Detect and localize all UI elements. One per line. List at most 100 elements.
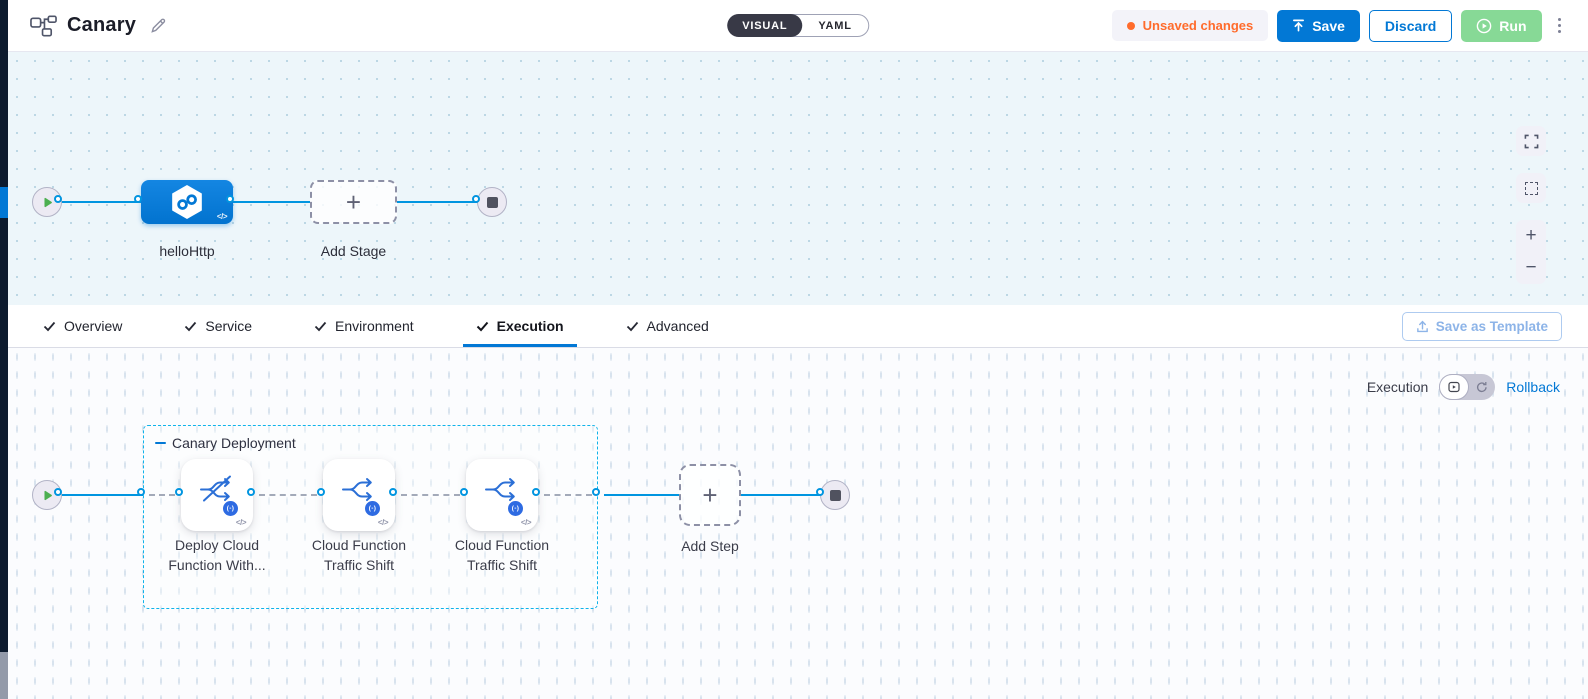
step-group-name: Canary Deployment — [172, 435, 296, 451]
step-node-traffic-shift-2[interactable]: (-) </> — [466, 459, 538, 531]
check-icon — [43, 321, 56, 331]
execution-view-icon[interactable] — [1439, 374, 1470, 400]
tab-execution[interactable]: Execution — [462, 305, 577, 347]
connector-dot — [175, 488, 183, 496]
tab-advanced[interactable]: Advanced — [613, 305, 722, 347]
connector-dot — [54, 488, 62, 496]
connector-dot — [247, 488, 255, 496]
cloud-function-badge-icon: (-) — [223, 501, 238, 516]
run-label: Run — [1499, 17, 1527, 34]
plus-icon: + — [345, 187, 362, 217]
cloud-function-badge-icon: (-) — [508, 501, 523, 516]
zoom-out-button[interactable]: − — [1525, 257, 1537, 278]
connector-line — [604, 494, 679, 496]
check-icon — [476, 321, 488, 331]
edit-title-icon[interactable] — [150, 17, 167, 34]
tab-overview[interactable]: Overview — [30, 305, 135, 347]
zoom-panel: + − — [1516, 220, 1546, 284]
step-name-label: Cloud Function Traffic Shift — [454, 537, 550, 574]
unsaved-changes-badge: Unsaved changes — [1111, 10, 1269, 41]
execution-view-label: Execution — [1366, 379, 1429, 395]
code-icon: </> — [216, 212, 228, 221]
more-options-kebab-icon[interactable] — [1553, 12, 1567, 40]
save-button[interactable]: Save — [1277, 9, 1360, 42]
left-scrollbar-thumb[interactable] — [0, 652, 8, 699]
add-step-button[interactable]: + — [679, 464, 741, 526]
connector-dot — [592, 488, 600, 496]
stage-canvas[interactable]: </> helloHttp + Add Stage + − — [8, 52, 1588, 305]
connector-dot — [389, 488, 397, 496]
tab-label: Advanced — [646, 318, 709, 334]
step-node-traffic-shift-1[interactable]: (-) </> — [323, 459, 395, 531]
rollback-link[interactable]: Rollback — [1506, 379, 1560, 395]
fullscreen-button[interactable] — [1516, 126, 1546, 156]
step-name-label: Deploy Cloud Function With... — [168, 537, 266, 574]
check-icon — [314, 321, 327, 331]
unsaved-dot-icon — [1126, 21, 1135, 30]
add-stage-label: Add Stage — [320, 243, 387, 259]
tab-label: Execution — [496, 318, 564, 334]
header: Canary VISUAL YAML Unsaved changes Sa — [8, 0, 1588, 52]
cloud-function-badge-icon: (-) — [365, 501, 380, 516]
connector-line — [741, 494, 822, 496]
toggle-visual[interactable]: VISUAL — [727, 14, 803, 37]
zoom-in-button[interactable]: + — [1525, 225, 1537, 246]
connector-line — [60, 494, 143, 496]
stop-icon — [486, 196, 498, 208]
code-icon: </> — [377, 518, 389, 527]
toggle-yaml[interactable]: YAML — [818, 19, 852, 32]
save-upload-icon — [1293, 19, 1305, 32]
stage-node-hellohttp[interactable]: </> — [141, 180, 233, 224]
left-strip-selection-indicator — [0, 187, 8, 218]
plus-icon: + — [702, 480, 718, 510]
connector-line — [397, 201, 479, 203]
connector-dot — [54, 195, 62, 203]
pipeline-icon — [30, 15, 57, 37]
stage-name-label: helloHttp — [159, 243, 215, 259]
save-as-template-label: Save as Template — [1435, 318, 1548, 334]
collapse-minus-icon[interactable] — [155, 441, 166, 445]
step-group-header[interactable]: Canary Deployment — [155, 435, 296, 451]
discard-button[interactable]: Discard — [1368, 9, 1453, 42]
connector-dashed-line — [544, 494, 592, 496]
execution-canvas[interactable]: Execution Rollback — [8, 348, 1588, 699]
play-icon — [43, 490, 52, 500]
tab-service[interactable]: Service — [171, 305, 265, 347]
save-label: Save — [1312, 17, 1345, 34]
cloud-function-hexagon-icon — [172, 185, 202, 219]
execution-start-node[interactable] — [32, 480, 62, 510]
connector-dot — [460, 488, 468, 496]
connector-dot — [472, 195, 480, 203]
tab-label: Overview — [64, 318, 123, 334]
connector-dashed-line — [149, 494, 175, 496]
selection-mode-button[interactable] — [1516, 173, 1546, 203]
rollback-view-icon[interactable] — [1469, 381, 1495, 393]
check-icon — [626, 321, 638, 331]
connector-dot — [532, 488, 540, 496]
fullscreen-icon — [1524, 134, 1538, 148]
pipeline-end-node[interactable] — [477, 187, 507, 217]
visual-yaml-toggle: VISUAL YAML — [727, 14, 869, 37]
add-stage-button[interactable]: + — [310, 180, 397, 224]
code-icon: </> — [520, 518, 532, 527]
connector-dot — [137, 488, 145, 496]
execution-end-node[interactable] — [820, 480, 850, 510]
tab-environment[interactable]: Environment — [301, 305, 427, 347]
execution-rollback-toggle[interactable] — [1439, 374, 1496, 400]
tab-label: Service — [205, 318, 253, 334]
connector-dot — [317, 488, 325, 496]
run-button[interactable]: Run — [1461, 9, 1542, 42]
tab-label: Environment — [335, 318, 414, 334]
deploy-traffic-shift-slash-icon — [197, 474, 237, 511]
connector-line — [233, 201, 310, 203]
connector-dashed-line — [401, 494, 460, 496]
traffic-shift-icon — [482, 474, 522, 511]
discard-label: Discard — [1384, 17, 1437, 34]
step-node-deploy-cloud-function[interactable]: (-) </> — [181, 459, 253, 531]
check-icon — [185, 321, 197, 331]
save-as-template-button[interactable]: Save as Template — [1401, 311, 1562, 341]
page-title: Canary — [67, 14, 137, 36]
stop-icon — [829, 489, 841, 501]
add-step-label: Add Step — [681, 538, 739, 554]
